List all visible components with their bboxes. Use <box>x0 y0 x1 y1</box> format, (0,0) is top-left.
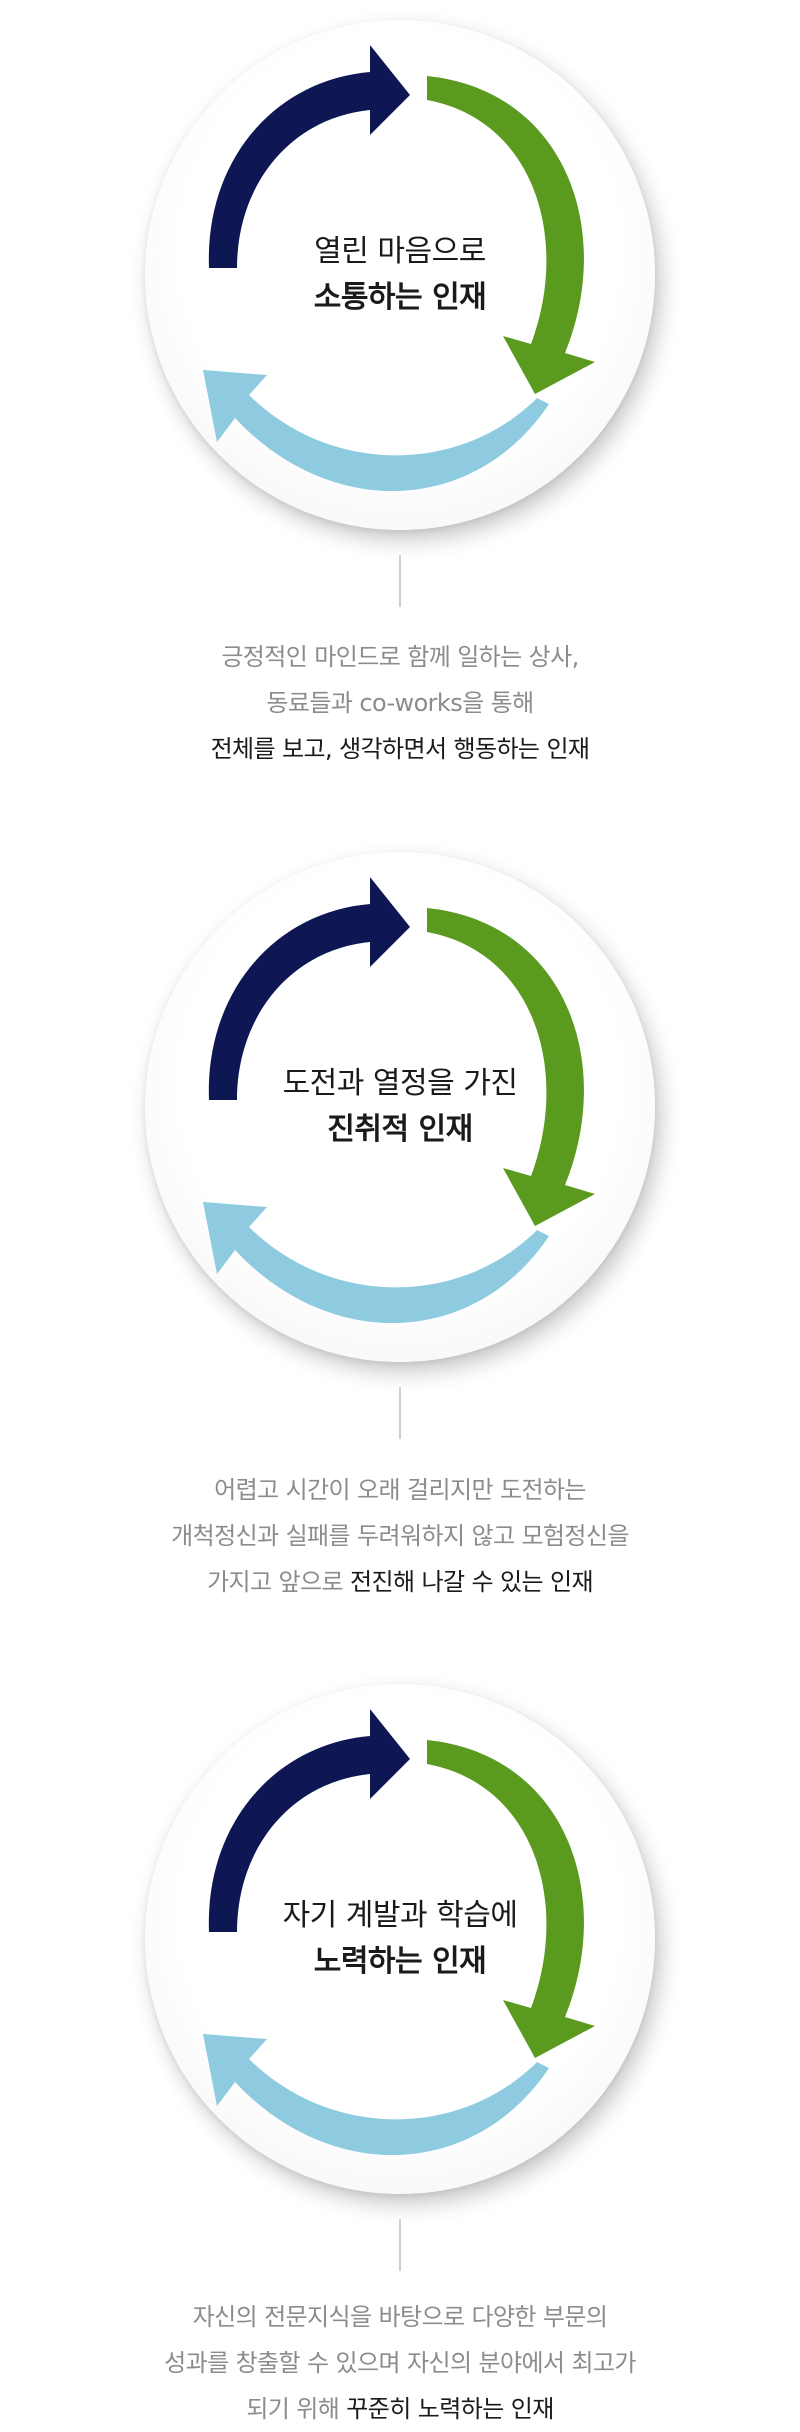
circle-badge: 자기 계발과 학습에 노력하는 인재 <box>145 1684 655 2194</box>
desc-line-2: 동료들과 co-works을 통해 <box>266 689 534 717</box>
circle-title: 열린 마음으로 소통하는 인재 <box>145 20 655 530</box>
desc-line-3-plain: 가지고 앞으로 <box>207 1568 351 1596</box>
circle-badge: 도전과 열정을 가진 진취적 인재 <box>145 852 655 1362</box>
title-line-1: 열린 마음으로 <box>314 234 486 269</box>
description: 어렵고 시간이 오래 걸리지만 도전하는 개척정신과 실패를 두려워하지 않고 … <box>0 1467 800 1605</box>
desc-line-2: 개척정신과 실패를 두려워하지 않고 모험정신을 <box>171 1522 629 1550</box>
description: 자신의 전문지식을 바탕으로 다양한 부문의 성과를 창출할 수 있으며 자신의… <box>0 2294 800 2432</box>
desc-line-3-emphasis: 전체를 보고, 생각하면서 행동하는 인재 <box>210 735 590 763</box>
vertical-divider <box>399 2219 401 2271</box>
desc-line-2: 성과를 창출할 수 있으며 자신의 분야에서 최고가 <box>164 2349 636 2377</box>
desc-line-1: 긍정적인 마인드로 함께 일하는 상사, <box>221 643 579 671</box>
title-line-2: 소통하는 인재 <box>313 280 487 315</box>
description: 긍정적인 마인드로 함께 일하는 상사, 동료들과 co-works을 통해 전… <box>0 634 800 772</box>
desc-line-3-emphasis: 꾸준히 노력하는 인재 <box>346 2395 554 2423</box>
vertical-divider <box>399 555 401 607</box>
desc-line-3-plain: 되기 위해 <box>246 2395 347 2423</box>
circle-title: 자기 계발과 학습에 노력하는 인재 <box>145 1684 655 2194</box>
desc-line-1: 자신의 전문지식을 바탕으로 다양한 부문의 <box>192 2303 608 2331</box>
title-line-1: 도전과 열정을 가진 <box>282 1066 518 1101</box>
vertical-divider <box>399 1387 401 1439</box>
desc-line-3-emphasis: 전진해 나갈 수 있는 인재 <box>350 1568 594 1596</box>
title-line-1: 자기 계발과 학습에 <box>282 1898 518 1933</box>
desc-line-1: 어렵고 시간이 오래 걸리지만 도전하는 <box>214 1476 586 1504</box>
circle-title: 도전과 열정을 가진 진취적 인재 <box>145 852 655 1362</box>
circle-badge: 열린 마음으로 소통하는 인재 <box>145 20 655 530</box>
title-line-2: 노력하는 인재 <box>313 1944 487 1979</box>
title-line-2: 진취적 인재 <box>327 1112 473 1147</box>
